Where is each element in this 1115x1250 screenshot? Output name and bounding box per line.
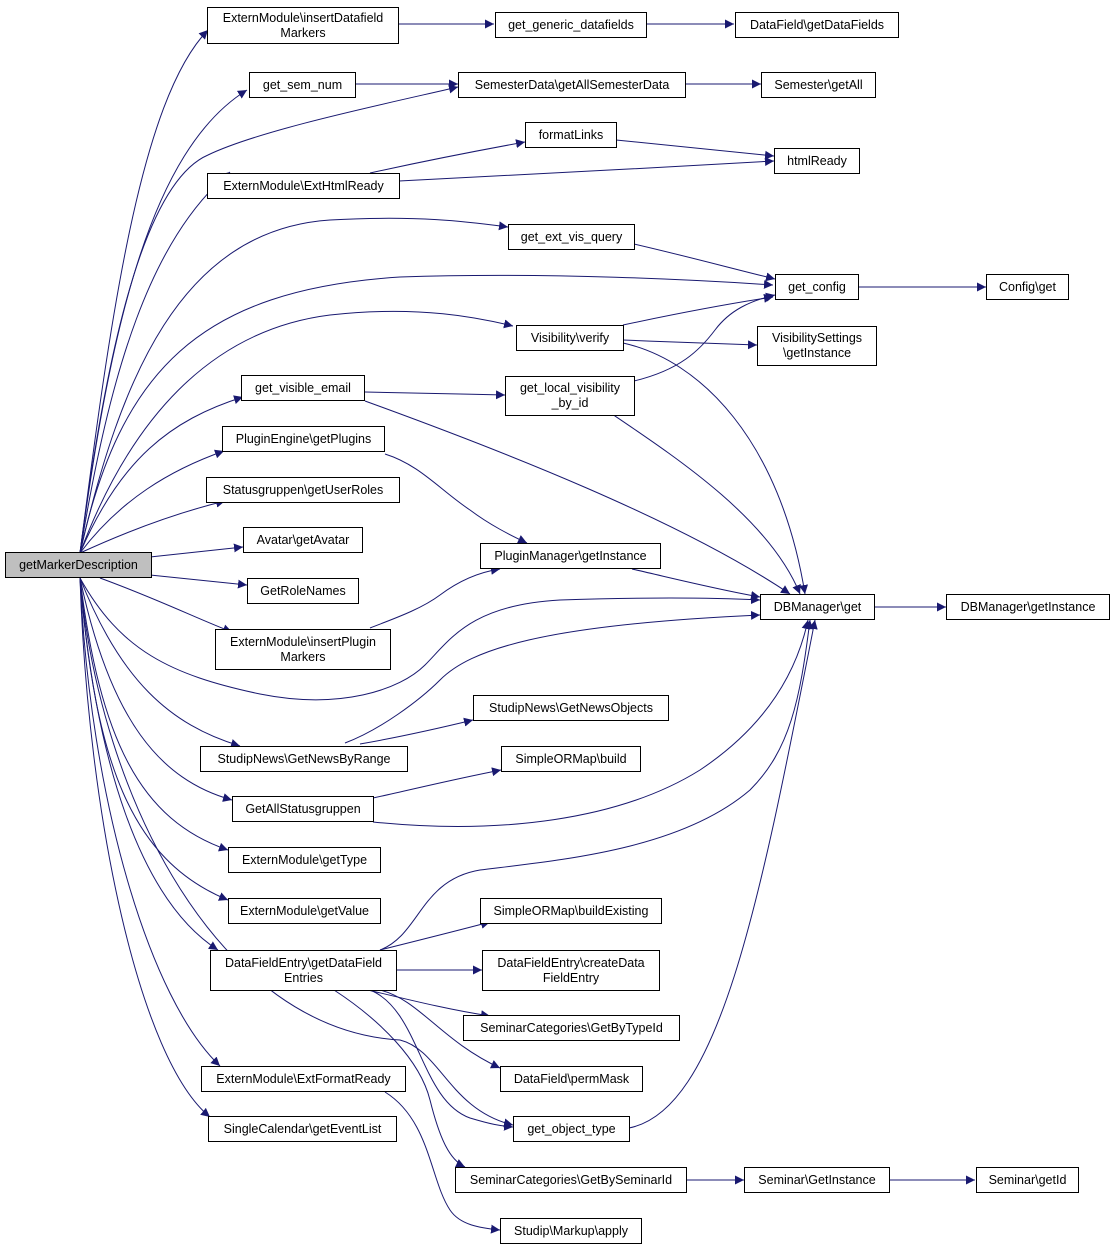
node-pluginEngineGetPlugins[interactable]: PluginEngine\getPlugins xyxy=(222,426,385,452)
edge-getVisibleEmail-getLocalVisibilityById xyxy=(364,390,506,400)
edge-pluginManagerGetInstance-dbManagerGet xyxy=(631,568,761,600)
edge-root-getRoleNames xyxy=(149,574,248,589)
edge-visibilityVerify-visibilitySettingsGetInstance xyxy=(622,339,758,350)
edge-root-externExtHtmlReady xyxy=(79,171,231,554)
node-seminarCategoriesGetBySeminarId[interactable]: SeminarCategories\GetBySeminarId xyxy=(455,1167,687,1193)
edge-root-getExtVisQuery xyxy=(79,217,509,554)
edge-dataFieldEntryGetDataFieldEntries-seminarCategoriesGetByTypeId xyxy=(367,989,491,1020)
node-dataFieldEntryCreateDataFieldEntry[interactable]: DataFieldEntry\createData FieldEntry xyxy=(482,950,660,991)
edge-root-insertPluginMarkers xyxy=(99,577,233,634)
node-formatLinks[interactable]: formatLinks xyxy=(525,122,617,148)
node-getConfig[interactable]: get_config xyxy=(775,274,859,300)
edge-root-getObjectType xyxy=(79,577,514,1128)
edge-root-studipNewsGetNewsByRange xyxy=(79,577,241,748)
node-getVisibleEmail[interactable]: get_visible_email xyxy=(241,375,365,401)
node-dbManagerGet[interactable]: DBManager\get xyxy=(760,594,875,620)
edge-root-dataFieldEntryGetDataFieldEntries xyxy=(79,577,219,951)
node-getObjectType[interactable]: get_object_type xyxy=(513,1116,630,1142)
node-getExtVisQuery[interactable]: get_ext_vis_query xyxy=(508,224,635,250)
edge-getLocalVisibilityById-dbManagerGet xyxy=(611,413,801,595)
edge-visibilityVerify-dbManagerGet xyxy=(622,342,808,595)
node-getAllStatusgruppen[interactable]: GetAllStatusgruppen xyxy=(232,796,374,822)
node-htmlReady[interactable]: htmlReady xyxy=(774,148,860,174)
node-getLocalVisibilityById[interactable]: get_local_visibility _by_id xyxy=(505,376,635,416)
edge-getAllStatusgruppen-simpleORMapBuild xyxy=(372,767,502,799)
edge-studipNewsGetNewsByRange-dbManagerGet xyxy=(344,610,761,744)
node-dataFieldGetDataFields[interactable]: DataField\getDataFields xyxy=(735,12,899,38)
edge-root-pluginEngineGetPlugins xyxy=(79,449,225,554)
edge-root-semesterDataGetAll xyxy=(79,84,459,554)
node-insertPluginMarkers[interactable]: ExternModule\insertPlugin Markers xyxy=(215,629,391,670)
edge-dataFieldEntryGetDataFieldEntries-dbManagerGet xyxy=(379,619,814,951)
node-dbManagerGetInstance[interactable]: DBManager\getInstance xyxy=(946,594,1110,620)
edge-getExtVisQuery-getConfig xyxy=(633,243,776,282)
node-externExtFormatReady[interactable]: ExternModule\ExtFormatReady xyxy=(201,1066,406,1092)
node-studipMarkupApply[interactable]: Studip\Markup\apply xyxy=(500,1218,642,1244)
edge-insertPluginMarkers-pluginManagerGetInstance xyxy=(369,565,501,629)
node-statusgruppenGetUserRoles[interactable]: Statusgruppen\getUserRoles xyxy=(206,477,400,503)
edge-externExtHtmlReady-formatLinks xyxy=(369,139,526,174)
edge-externExtHtmlReady-htmlReady xyxy=(398,157,775,182)
edge-root-singleCalendarGetEventList xyxy=(79,577,211,1118)
edge-getObjectType-dbManagerGet xyxy=(628,619,818,1129)
node-studipNewsGetNewsObjects[interactable]: StudipNews\GetNewsObjects xyxy=(473,695,669,721)
node-externExtHtmlReady[interactable]: ExternModule\ExtHtmlReady xyxy=(207,173,400,199)
node-semesterDataGetAll[interactable]: SemesterData\getAllSemesterData xyxy=(458,72,686,98)
edge-root-getAllStatusgruppen xyxy=(79,577,233,802)
edge-root-insertDatafieldMarkers xyxy=(79,29,209,554)
node-simpleORMapBuild[interactable]: SimpleORMap\build xyxy=(501,746,641,772)
edge-root-dbManagerGet xyxy=(79,577,761,701)
node-seminarGetInstance[interactable]: Seminar\GetInstance xyxy=(744,1167,890,1193)
edge-getVisibleEmail-dbManagerGet xyxy=(364,400,791,595)
node-externGetValue[interactable]: ExternModule\getValue xyxy=(228,898,381,924)
node-configGet[interactable]: Config\get xyxy=(986,274,1069,300)
edge-studipNewsGetNewsByRange-studipNewsGetNewsObjects xyxy=(359,717,474,745)
node-getMarkerDescription[interactable]: getMarkerDescription xyxy=(5,552,152,578)
node-seminarGetId[interactable]: Seminar\getId xyxy=(976,1167,1079,1193)
edge-externExtFormatReady-studipMarkupApply xyxy=(384,1091,501,1234)
node-semesterGetAll[interactable]: Semester\getAll xyxy=(761,72,876,98)
edge-getAllStatusgruppen-dbManagerGet xyxy=(372,619,811,827)
edge-dataFieldEntryGetDataFieldEntries-simpleORMapBuildExisting xyxy=(379,919,491,951)
node-visibilitySettingsGetInstance[interactable]: VisibilitySettings \getInstance xyxy=(757,326,877,366)
edge-getLocalVisibilityById-getConfig xyxy=(633,292,776,382)
edge-root-statusgruppenGetUserRoles xyxy=(79,498,226,554)
node-getSemNum[interactable]: get_sem_num xyxy=(249,72,356,98)
edge-pluginEngineGetPlugins-pluginManagerGetInstance xyxy=(384,453,528,544)
edge-root-avatarGetAvatar xyxy=(149,543,244,558)
node-getRoleNames[interactable]: GetRoleNames xyxy=(247,578,359,604)
edge-root-visibilityVerify xyxy=(79,310,514,554)
edge-dataFieldEntryGetDataFieldEntries-seminarCategoriesGetBySeminarId xyxy=(333,989,466,1168)
edge-dataFieldEntryGetDataFieldEntries-getObjectType xyxy=(369,989,514,1131)
edge-formatLinks-htmlReady xyxy=(615,139,775,160)
node-dataFieldPermMask[interactable]: DataField\permMask xyxy=(500,1066,643,1092)
node-insertDatafieldMarkers[interactable]: ExternModule\insertDatafield Markers xyxy=(207,7,399,44)
node-getGenericDatafields[interactable]: get_generic_datafields xyxy=(495,12,647,38)
node-singleCalendarGetEventList[interactable]: SingleCalendar\getEventList xyxy=(208,1116,397,1142)
edge-root-getVisibleEmail xyxy=(79,395,244,554)
node-simpleORMapBuildExisting[interactable]: SimpleORMap\buildExisting xyxy=(480,898,662,924)
edge-visibilityVerify-getConfig xyxy=(622,293,774,326)
edge-root-getConfig xyxy=(79,274,774,554)
node-dataFieldEntryGetDataFieldEntries[interactable]: DataFieldEntry\getDataField Entries xyxy=(210,950,397,991)
node-studipNewsGetNewsByRange[interactable]: StudipNews\GetNewsByRange xyxy=(200,746,408,772)
edge-root-externGetType xyxy=(79,577,229,852)
node-seminarCategoriesGetByTypeId[interactable]: SeminarCategories\GetByTypeId xyxy=(463,1015,680,1041)
edge-root-externExtFormatReady xyxy=(79,577,221,1067)
node-externGetType[interactable]: ExternModule\getType xyxy=(228,847,381,873)
node-pluginManagerGetInstance[interactable]: PluginManager\getInstance xyxy=(480,543,661,569)
edge-dataFieldEntryGetDataFieldEntries-dataFieldPermMask xyxy=(379,989,501,1069)
node-visibilityVerify[interactable]: Visibility\verify xyxy=(516,325,624,351)
node-avatarGetAvatar[interactable]: Avatar\getAvatar xyxy=(243,527,363,553)
